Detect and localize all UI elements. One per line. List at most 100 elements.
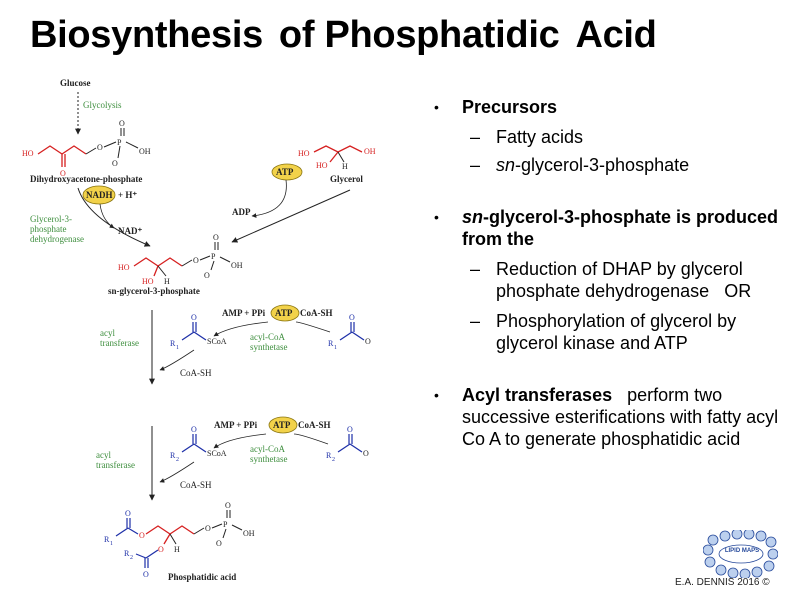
svg-text:O: O bbox=[60, 169, 66, 178]
svg-text:H: H bbox=[164, 277, 170, 286]
bullet-fatty-acids: –Fatty acids bbox=[470, 127, 584, 147]
slide-title: Biosynthesis of Phosphatidic Acid bbox=[30, 14, 770, 57]
acyl-transferase-2-line1: acyl bbox=[96, 450, 111, 460]
bullet-phosphorylation: –Phosphorylation of glycerol by glycerol… bbox=[470, 311, 737, 353]
svg-text:1: 1 bbox=[110, 541, 113, 547]
nadh-label: NADH bbox=[86, 190, 113, 200]
svg-text:R: R bbox=[124, 549, 130, 558]
bullet-precursors: •Precursors bbox=[434, 97, 558, 117]
svg-text:1: 1 bbox=[176, 345, 179, 351]
svg-text:H: H bbox=[174, 545, 180, 554]
svg-text:O: O bbox=[112, 159, 118, 168]
g3p-dehydrogenase-line3: dehydrogenase bbox=[30, 234, 84, 244]
svg-text:2: 2 bbox=[176, 457, 179, 463]
svg-text:R: R bbox=[170, 339, 176, 348]
acyl-coa-synthetase-1-line2: synthetase bbox=[250, 342, 288, 352]
bullet-g3p-produced: •sn-glycerol-3-phosphate is produced fro… bbox=[434, 207, 779, 249]
fatty-acid-structure-1: R 1 O O bbox=[328, 313, 371, 351]
svg-text:O: O bbox=[125, 509, 131, 518]
bullet-reduction: –Reduction of DHAP by glycerol phosphate… bbox=[470, 259, 752, 301]
svg-text:1: 1 bbox=[334, 345, 337, 351]
atp-badge-kinase bbox=[271, 163, 303, 181]
svg-text:O: O bbox=[363, 449, 369, 458]
svg-text:P: P bbox=[117, 138, 122, 147]
atp-badge-1 bbox=[270, 304, 300, 322]
title-word-acid: Acid bbox=[575, 14, 657, 56]
svg-text:2: 2 bbox=[130, 555, 133, 561]
glycolysis-label: Glycolysis bbox=[83, 100, 122, 110]
svg-text:O: O bbox=[349, 313, 355, 322]
g3p-label: sn-glycerol-3-phosphate bbox=[108, 286, 200, 296]
coa-sh-release-2: CoA-SH bbox=[180, 480, 212, 490]
svg-text:HO: HO bbox=[298, 149, 310, 158]
g3p-dehydrogenase-line1: Glycerol-3- bbox=[30, 214, 72, 224]
svg-text:O: O bbox=[205, 524, 211, 533]
acyl-coa-formation-arrow-1 bbox=[213, 321, 269, 337]
svg-text:O: O bbox=[365, 337, 371, 346]
adp-label: ADP bbox=[232, 207, 251, 217]
credit-text: E.A. DENNIS 2016 © bbox=[675, 577, 770, 588]
acyl-transferase-2-line2: transferase bbox=[96, 460, 135, 470]
nadh-badge bbox=[82, 185, 116, 205]
svg-text:R: R bbox=[326, 451, 332, 460]
glycerol-phosphorylation-arrow bbox=[231, 189, 351, 243]
atp-label-kinase: ATP bbox=[276, 167, 294, 177]
g3p-structure: HO HO H O P O OH O bbox=[118, 233, 243, 286]
acyl-coa-formation-arrow-2 bbox=[213, 433, 267, 449]
svg-text:O: O bbox=[158, 545, 164, 554]
svg-text:2: 2 bbox=[332, 457, 335, 463]
svg-text:P: P bbox=[211, 252, 216, 261]
amp-ppi-label-2: AMP + PPi bbox=[214, 420, 258, 430]
svg-text:O: O bbox=[191, 313, 197, 322]
svg-text:O: O bbox=[191, 425, 197, 434]
glycerol-label: Glycerol bbox=[330, 174, 363, 184]
amp-ppi-label-1: AMP + PPi bbox=[222, 308, 266, 318]
svg-text:O: O bbox=[97, 143, 103, 152]
svg-text:O: O bbox=[204, 271, 210, 280]
svg-text:HO: HO bbox=[142, 277, 154, 286]
acyl-coa-synthetase-2-line1: acyl-CoA bbox=[250, 444, 285, 454]
svg-text:SCoA: SCoA bbox=[207, 449, 227, 458]
atp-badge-2 bbox=[268, 416, 298, 434]
atp-label-1: ATP bbox=[275, 308, 293, 318]
svg-text:OH: OH bbox=[364, 147, 376, 156]
g3p-dehydrogenase-line2: phosphate bbox=[30, 224, 67, 234]
svg-text:SCoA: SCoA bbox=[207, 337, 227, 346]
svg-text:HO: HO bbox=[22, 149, 34, 158]
acyl-coa-synthetase-1-line1: acyl-CoA bbox=[250, 332, 285, 342]
lipid-maps-logo bbox=[703, 530, 778, 578]
fatty-acid-structure-2: R 2 O O bbox=[326, 425, 369, 463]
svg-text:R: R bbox=[170, 451, 176, 460]
svg-text:OH: OH bbox=[139, 147, 151, 156]
dhap-structure: HO O O P O OH O bbox=[22, 119, 151, 178]
coa-sh-label-2: CoA-SH bbox=[298, 420, 331, 430]
svg-text:O: O bbox=[139, 531, 145, 540]
acyl-coa-synthetase-2-line2: synthetase bbox=[250, 454, 288, 464]
svg-text:O: O bbox=[347, 425, 353, 434]
dhap-reduction-arrow bbox=[77, 187, 151, 247]
coa-sh-release-1: CoA-SH bbox=[180, 368, 212, 378]
svg-text:R: R bbox=[104, 535, 110, 544]
svg-text:H: H bbox=[342, 162, 348, 171]
acyl-coa-structure-2: R 2 O SCoA bbox=[170, 425, 227, 463]
svg-text:R: R bbox=[328, 339, 334, 348]
nadh-consume-arrow bbox=[99, 203, 115, 229]
phosphatidic-acid-label: Phosphatidic acid bbox=[168, 572, 236, 582]
nad-label: NAD⁺ bbox=[118, 226, 142, 236]
svg-text:HO: HO bbox=[316, 161, 328, 170]
title-word-of-phosphatidic: of Phosphatidic bbox=[278, 14, 560, 56]
svg-text:O: O bbox=[193, 256, 199, 265]
acyl-coa-structure-1: R 1 O SCoA bbox=[170, 313, 227, 351]
plus-h-label: + H⁺ bbox=[118, 190, 137, 200]
svg-text:O: O bbox=[216, 539, 222, 548]
svg-text:O: O bbox=[225, 501, 231, 510]
biosynthesis-pathway-diagram: Glucose Glycolysis HO O O P O OH O Dihyd… bbox=[22, 78, 376, 582]
svg-text:OH: OH bbox=[243, 529, 255, 538]
svg-text:OH: OH bbox=[231, 261, 243, 270]
svg-text:P: P bbox=[223, 520, 228, 529]
acyl-transferase-1-line1: acyl bbox=[100, 328, 115, 338]
bullet-acyl-transferases: •Acyl transferases perform two successiv… bbox=[434, 385, 779, 449]
dhap-label: Dihydroxyacetone-phosphate bbox=[30, 174, 142, 184]
svg-text:O: O bbox=[213, 233, 219, 242]
title-word-biosynthesis: Biosynthesis bbox=[30, 14, 263, 56]
